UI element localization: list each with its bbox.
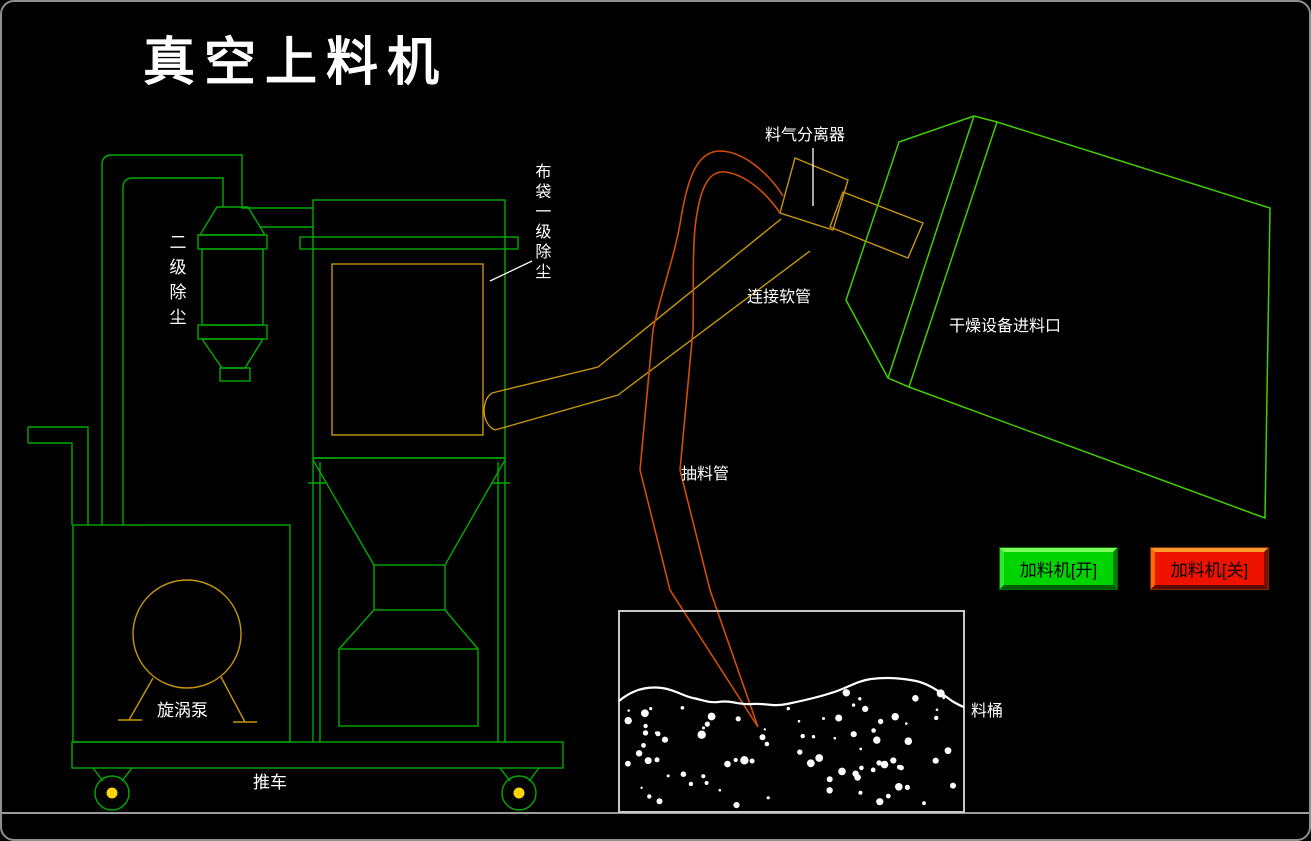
label-separator: 料气分离器 xyxy=(765,127,846,144)
vacuum-feeder-machine xyxy=(27,154,564,811)
bag-filter-unit xyxy=(299,199,519,742)
dryer-rim-band xyxy=(887,115,998,388)
feeder-off-button[interactable]: 加料机[关] xyxy=(1151,548,1268,589)
material-gas-separator xyxy=(779,157,924,259)
gold-components xyxy=(118,157,924,723)
dryer-body xyxy=(908,121,1271,520)
vortex-pump xyxy=(118,579,257,723)
label-bag-primary-dust: 布袋一级除尘 xyxy=(532,163,550,283)
connecting-hose xyxy=(483,218,811,431)
cart-handle xyxy=(27,426,89,525)
label-suction-pipe: 抽料管 xyxy=(681,466,730,483)
material-barrel xyxy=(618,610,965,813)
feeder-on-button[interactable]: 加料机[开] xyxy=(1000,548,1117,589)
barrel-outline xyxy=(618,610,965,813)
cart-platform xyxy=(71,741,564,769)
filter-inner-chamber xyxy=(331,263,484,436)
barrel-dots xyxy=(624,689,956,809)
exhaust-pipes xyxy=(101,154,313,525)
label-barrel: 料桶 xyxy=(971,703,1004,720)
page-title: 真空上料机 xyxy=(143,34,449,92)
dryer-lid xyxy=(845,115,975,379)
material-surface-line xyxy=(618,676,965,709)
discharge-box xyxy=(338,648,479,727)
feeder-off-label: 加料机[关] xyxy=(1170,561,1249,580)
suction-pipe xyxy=(639,150,784,728)
feeder-on-label: 加料机[开] xyxy=(1019,561,1098,580)
hopper-neck xyxy=(373,564,446,611)
wheel-hub xyxy=(106,787,118,799)
separator-outlet-pipe xyxy=(829,191,924,259)
label-secondary-dust: 二级除尘 xyxy=(166,233,186,333)
leader-bag-filter xyxy=(489,260,533,282)
drying-equipment xyxy=(845,115,1271,520)
wheel-left xyxy=(92,767,133,811)
label-dryer-inlet: 干燥设备进料口 xyxy=(949,318,1062,335)
wheel-hub xyxy=(513,787,525,799)
secondary-dust-collector xyxy=(197,206,268,382)
pump-legs xyxy=(118,676,257,723)
wheel-right xyxy=(499,767,540,811)
label-hose: 连接软管 xyxy=(747,289,812,306)
filter-legs xyxy=(312,458,506,742)
label-cart: 推车 xyxy=(253,773,287,792)
label-vortex-pump: 旋涡泵 xyxy=(157,701,208,720)
